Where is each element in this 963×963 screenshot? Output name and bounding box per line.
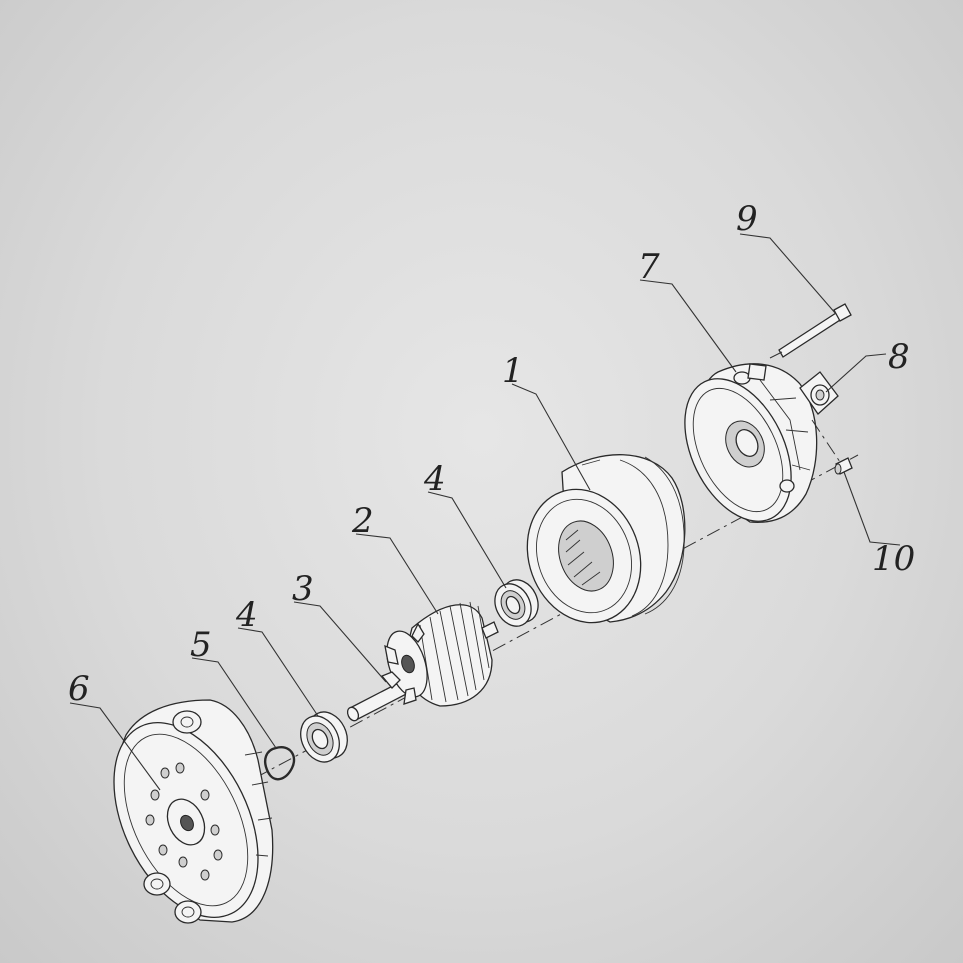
callout-10: 10: [872, 539, 915, 579]
cover-bolt-holes: [145, 762, 223, 881]
part-7-rear-end-cover: [684, 363, 818, 524]
leader-4b: [427, 491, 507, 589]
callout-3: 3: [292, 569, 314, 609]
callout-1: 1: [502, 351, 524, 391]
part-2-rotor: [380, 601, 499, 707]
part-4-front-bearing: [300, 711, 348, 763]
callout-7: 7: [638, 247, 660, 287]
part-5-wave-washer: [264, 746, 296, 781]
leader-7: [639, 279, 737, 373]
part-10-small-screw: [834, 457, 853, 475]
part-6-front-end-cover: [113, 699, 274, 924]
leader-9: [739, 233, 837, 315]
callout-5: 5: [190, 625, 212, 665]
leader-1: [511, 383, 591, 491]
leader-5: [191, 657, 277, 749]
callout-4b: 4: [423, 459, 446, 499]
leader-4a: [237, 627, 319, 717]
callout-8: 8: [888, 337, 910, 377]
callout-4a: 4: [235, 595, 258, 635]
cover-mounting-ears: [143, 710, 202, 924]
fastener-guide-lines: [769, 351, 841, 463]
callout-9: 9: [736, 199, 758, 239]
leader-3: [293, 601, 387, 683]
callout-2: 2: [351, 501, 374, 541]
callout-6: 6: [68, 669, 90, 709]
part-4-rear-bearing: [494, 579, 539, 627]
part-8-cover-plate: [799, 371, 839, 415]
part-9-long-bolt: [778, 303, 852, 358]
leader-lines: [69, 233, 901, 791]
leader-6: [69, 702, 161, 791]
leader-10: [843, 471, 901, 546]
leader-2: [355, 533, 439, 615]
leader-8: [825, 353, 887, 393]
part-1-stator: [526, 454, 686, 624]
